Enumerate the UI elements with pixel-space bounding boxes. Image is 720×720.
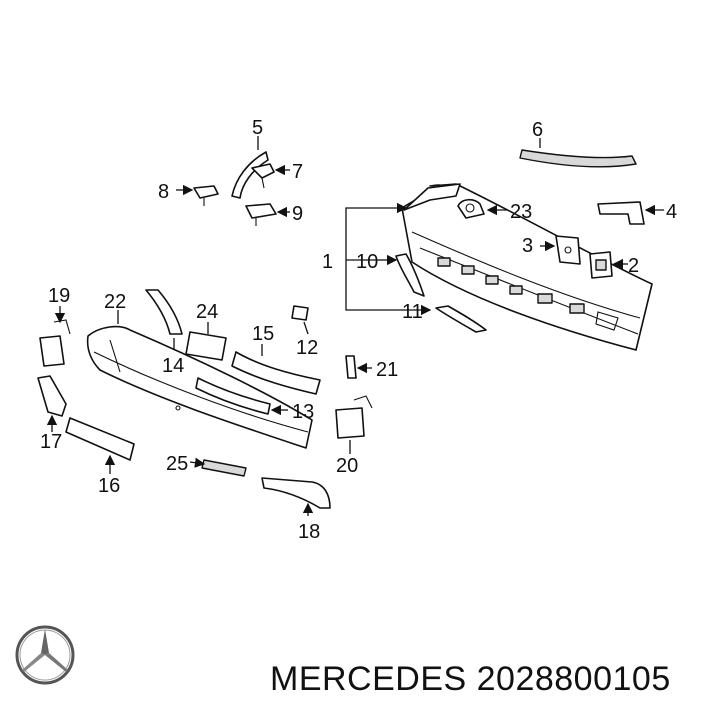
callout-13: 13 xyxy=(292,401,314,423)
callout-8: 8 xyxy=(158,181,169,203)
part-23-clip xyxy=(457,198,485,219)
part-17-trim xyxy=(37,375,67,417)
callout-15: 15 xyxy=(252,323,274,345)
callout-14: 14 xyxy=(162,355,184,377)
callout-18: 18 xyxy=(298,521,320,543)
part-13-strip xyxy=(195,377,271,415)
part-6-moulding xyxy=(519,149,637,168)
part-19-bracket xyxy=(39,319,71,367)
callout-24: 24 xyxy=(196,301,218,323)
callout-22: 22 xyxy=(104,291,126,313)
callout-6: 6 xyxy=(532,119,543,141)
part-8-bracket xyxy=(193,185,219,206)
callout-1: 1 xyxy=(322,251,333,273)
callout-20: 20 xyxy=(336,455,358,477)
part-9-bracket xyxy=(245,203,277,226)
part-25-strip xyxy=(201,459,247,477)
part-number-caption: MERCEDES 2028800105 xyxy=(270,660,671,698)
callout-4: 4 xyxy=(666,201,677,223)
part-2-bracket xyxy=(589,251,613,279)
part-4-bracket xyxy=(597,201,645,225)
part-15-strip xyxy=(231,351,321,395)
callout-17: 17 xyxy=(40,431,62,453)
part-16-grille xyxy=(65,417,135,461)
callout-5: 5 xyxy=(252,117,263,139)
callout-16: 16 xyxy=(98,475,120,497)
callout-11: 11 xyxy=(402,301,423,323)
callout-3: 3 xyxy=(522,235,533,257)
bumper-carrier xyxy=(401,183,653,351)
part-7-bracket xyxy=(251,163,275,189)
callout-19: 19 xyxy=(48,285,70,307)
callout-21: 21 xyxy=(376,359,398,381)
callout-2: 2 xyxy=(628,255,639,277)
callout-23: 23 xyxy=(510,201,532,223)
part-18-trim xyxy=(261,477,331,509)
part-12-clip xyxy=(291,305,309,321)
part-14-reinforcement xyxy=(145,289,183,335)
part-5-moulding xyxy=(231,151,269,199)
callout-9: 9 xyxy=(292,203,303,225)
part-24-plate xyxy=(185,331,227,361)
part-21-clip xyxy=(345,355,357,379)
part-11-trim xyxy=(435,305,487,333)
part-10-trim xyxy=(395,253,425,297)
part-20-bracket xyxy=(335,395,373,439)
callout-7: 7 xyxy=(292,161,303,183)
mercedes-star-icon xyxy=(15,625,75,685)
part-3-bracket xyxy=(555,235,581,265)
callout-12: 12 xyxy=(296,337,318,359)
callout-10: 10 xyxy=(356,251,378,273)
callout-25: 25 xyxy=(166,453,188,475)
